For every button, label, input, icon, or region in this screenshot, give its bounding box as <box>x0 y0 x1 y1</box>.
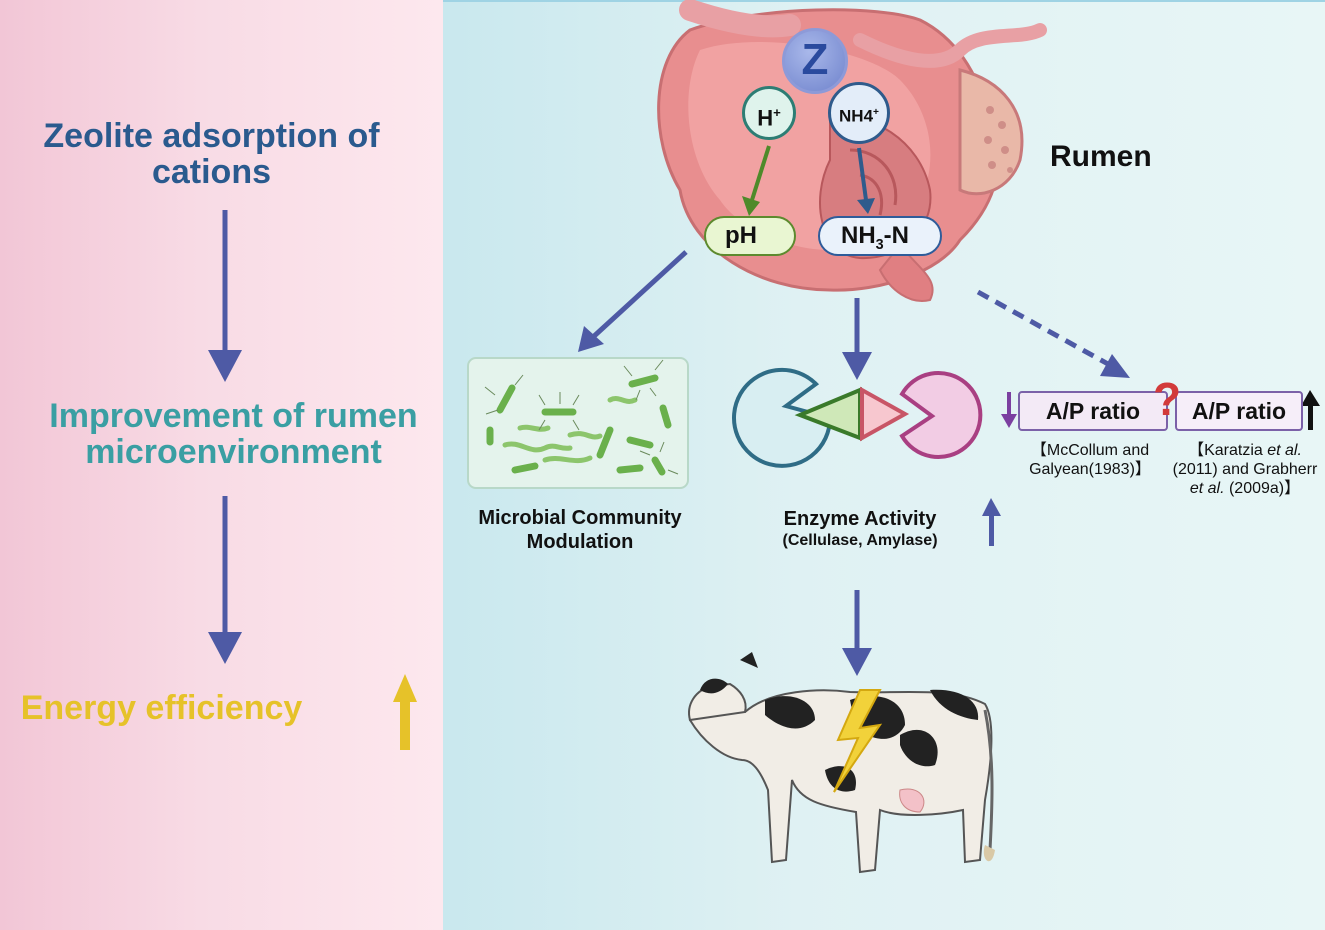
question-mark-icon: ? <box>1152 373 1182 425</box>
step-zeolite-adsorption: Zeolite adsorption of cations <box>43 117 380 191</box>
ph-pill: pH <box>704 216 796 256</box>
energy-up-arrow <box>393 674 417 750</box>
ref-right-part-a: 【Karatzia <box>1188 442 1268 459</box>
enzyme-illustration <box>732 367 983 468</box>
left-panel <box>0 0 443 930</box>
ap-ratio-decrease-box: A/P ratio <box>1018 391 1168 431</box>
cow-illustration <box>688 652 995 874</box>
rumen-label: Rumen <box>1050 140 1152 173</box>
hydrogen-label: H <box>757 105 774 131</box>
arrow-to-microbes <box>578 250 688 352</box>
reference-mccollum: 【McCollum and Galyean(1983)】 <box>1029 442 1151 478</box>
step-energy-efficiency: Energy efficiency <box>20 689 303 727</box>
ref-right-part-e: (2009a)】 <box>1224 480 1301 497</box>
ap-ratio-increase-box: A/P ratio <box>1175 391 1303 431</box>
rumen-organ-illustration <box>657 0 1047 302</box>
hydrogen-ion-node: H+ <box>742 86 796 140</box>
ref-right-part-b: et al. <box>1267 442 1302 459</box>
reference-karatzia-grabherr: 【Karatzia et al. (2011) and Grabherr et … <box>1170 441 1320 498</box>
dashed-arrow-to-ap-ratio <box>976 289 1130 378</box>
ref-right-part-d: et al. <box>1189 480 1225 497</box>
ph-flow-arrow <box>742 145 771 216</box>
ammonia-nitrogen-pill: NH3-N <box>818 216 942 256</box>
zeolite-node: Z <box>782 28 848 94</box>
microbial-line-1: Microbial Community <box>478 507 682 529</box>
enzyme-up-arrow <box>982 498 1001 546</box>
hydrogen-charge: + <box>773 105 781 120</box>
ammonia-prefix: NH <box>840 222 876 249</box>
ammonia-flow-arrow <box>857 147 875 214</box>
microbe-box <box>467 357 689 489</box>
ammonium-label: NH4 <box>839 106 874 126</box>
enzyme-title: Enzyme Activity <box>783 508 937 530</box>
ap-up-arrow <box>1301 390 1320 430</box>
arrow-to-cow <box>842 590 872 676</box>
ammonium-ion-node: NH4+ <box>828 82 890 144</box>
left-flow-arrows <box>208 210 242 664</box>
ph-label: pH <box>725 222 757 249</box>
microbial-line-2: Modulation <box>526 531 634 553</box>
ref-right-part-c: (2011) and Grabherr <box>1172 461 1318 478</box>
zeolite-label: Z <box>801 35 829 84</box>
microbial-modulation-label: Microbial Community Modulation <box>440 506 720 554</box>
enzyme-subtitle: (Cellulase, Amylase) <box>782 532 938 549</box>
ammonia-subscript: 3 <box>875 236 884 253</box>
arrow-to-enzymes <box>842 298 872 380</box>
ammonium-charge: + <box>873 107 879 118</box>
ammonia-suffix: -N <box>883 222 909 249</box>
step-rumen-improvement: Improvement of rumen microenvironment <box>49 397 418 471</box>
enzyme-activity-label: Enzyme Activity (Cellulase, Amylase) <box>740 508 980 552</box>
ap-down-arrow <box>1001 392 1017 428</box>
